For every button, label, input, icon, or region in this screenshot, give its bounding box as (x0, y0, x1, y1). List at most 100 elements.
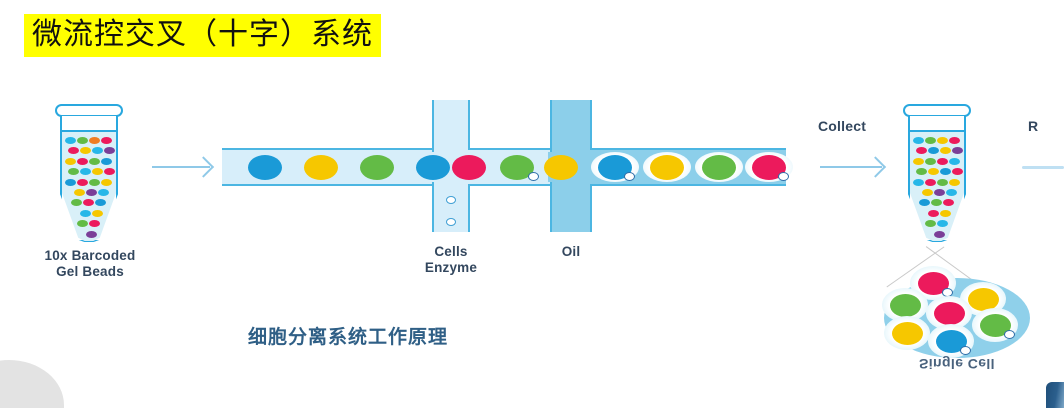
dish-bead (934, 302, 965, 325)
gel-bead (74, 189, 85, 196)
gel-bead (77, 137, 88, 144)
gel-bead (65, 137, 76, 144)
flow-arrow-into-chip (152, 166, 210, 168)
gel-bead-in-droplet (702, 155, 736, 180)
collect-arrow (820, 166, 882, 168)
gel-bead (919, 199, 930, 207)
gel-bead (940, 147, 951, 155)
gel-bead (86, 189, 97, 196)
gel-bead (916, 147, 927, 155)
gel-bead (931, 199, 942, 207)
gel-bead (89, 157, 100, 165)
oil-label: Oil (561, 244, 581, 259)
page-title: 微流控交叉（十字）系统 (24, 14, 381, 58)
gel-bead (89, 220, 100, 228)
collection-tube (903, 104, 971, 244)
gel-bead (913, 137, 924, 144)
gel-bead (925, 220, 936, 228)
encapsulated-cell (1004, 330, 1015, 339)
gel-bead-in-channel (416, 155, 450, 180)
gel-bead (65, 157, 76, 165)
gel-bead (928, 168, 939, 176)
gel-bead (934, 189, 945, 196)
gel-beads-label-line1: 10x Barcoded (44, 248, 136, 263)
gel-bead (952, 168, 963, 176)
gel-bead (86, 230, 97, 238)
dish-bead (918, 272, 949, 295)
gel-bead (80, 209, 91, 217)
gel-bead (104, 168, 115, 176)
gel-bead (928, 209, 939, 217)
encapsulated-cell (960, 346, 971, 355)
gel-bead (928, 147, 939, 155)
gel-bead (925, 137, 936, 144)
gel-beads-label: 10x Barcoded Gel Beads (30, 248, 150, 281)
cells-enzyme-label-line1: Cells (434, 244, 468, 259)
gel-bead (95, 199, 106, 207)
gel-beads-label-line2: Gel Beads (56, 264, 124, 280)
gel-bead (952, 147, 963, 155)
collect-label: Collect (818, 118, 867, 134)
gel-bead (101, 178, 112, 186)
bottom-right-corner-decoration (1046, 382, 1064, 408)
gel-bead (80, 147, 91, 155)
dish-bead (980, 314, 1011, 337)
tube-fluid-line (60, 130, 118, 132)
gel-bead (934, 230, 945, 238)
gel-bead (89, 178, 100, 186)
gel-bead (940, 209, 951, 217)
gel-bead (83, 199, 94, 207)
gel-bead (77, 157, 88, 165)
gel-bead (104, 147, 115, 155)
gel-bead (89, 137, 100, 144)
gel-bead (937, 220, 948, 228)
truncated-right-arrow-stub (1022, 166, 1064, 169)
gel-bead (77, 178, 88, 186)
gel-bead (77, 220, 88, 228)
gel-bead (92, 147, 103, 155)
gel-bead-tube (55, 104, 123, 244)
cells-enzyme-label-line2: Enzyme (424, 260, 478, 276)
encapsulated-cell (624, 172, 635, 181)
gel-bead (937, 178, 948, 186)
encapsulated-cell (778, 172, 789, 181)
gel-bead (916, 168, 927, 176)
gel-bead-in-channel (360, 155, 394, 180)
bottom-left-corner-decoration (0, 360, 64, 408)
gel-bead-in-channel (304, 155, 338, 180)
gel-bead (80, 168, 91, 176)
gel-bead (913, 157, 924, 165)
gel-bead (937, 157, 948, 165)
encapsulated-cell (528, 172, 539, 181)
gel-bead (101, 137, 112, 144)
gel-bead (949, 178, 960, 186)
gel-bead (922, 189, 933, 196)
diagram-caption: 细胞分离系统工作原理 (248, 326, 449, 348)
gel-bead (65, 178, 76, 186)
gel-bead (940, 168, 951, 176)
gel-bead (68, 147, 79, 155)
tube-cap (55, 104, 123, 117)
gel-bead (943, 199, 954, 207)
gel-bead (946, 189, 957, 196)
truncated-right-label: R (1028, 118, 1039, 134)
gel-bead-in-channel (248, 155, 282, 180)
gel-bead (925, 178, 936, 186)
cell-in-inlet-channel (446, 218, 456, 226)
cell-in-inlet-channel (446, 196, 456, 204)
tube-cap (903, 104, 971, 117)
gel-bead (101, 157, 112, 165)
gel-bead (98, 189, 109, 196)
gel-bead (937, 137, 948, 144)
gel-bead (71, 199, 82, 207)
dish-bead (892, 322, 923, 345)
gel-bead (92, 168, 103, 176)
gel-bead (949, 157, 960, 165)
gel-bead (925, 157, 936, 165)
gel-bead-at-junction (544, 155, 578, 180)
dish-bead (968, 288, 999, 311)
dish-bead (936, 330, 967, 353)
gel-bead (949, 137, 960, 144)
gel-bead (92, 209, 103, 217)
